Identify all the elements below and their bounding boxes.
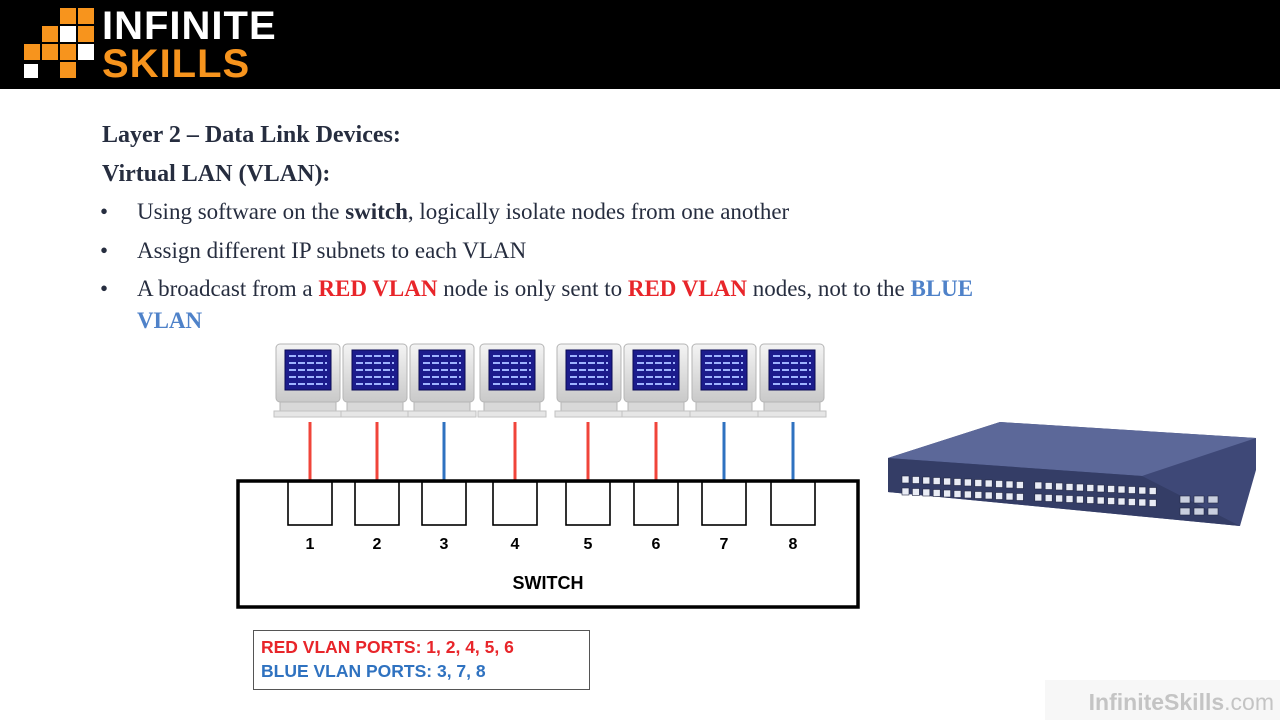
- switch-port-3: [421, 481, 467, 526]
- legend-red-vlan-ports: RED VLAN PORTS: 1, 2, 4, 5, 6: [261, 637, 514, 657]
- vlan-switch-diagram: 1 2 3 4 5 6 7 8 SWITCH: [236, 343, 860, 609]
- port-number-8: 8: [789, 536, 798, 553]
- computer-monitor-icon: [477, 343, 547, 418]
- computer-monitor-icon: [554, 343, 624, 418]
- switch-body: [236, 479, 860, 609]
- port-number-1: 1: [306, 536, 315, 553]
- slide-heading: Layer 2 – Data Link Devices:: [102, 122, 401, 148]
- legend-blue-vlan-ports: BLUE VLAN PORTS: 3, 7, 8: [261, 661, 486, 681]
- footer-watermark: InfiniteSkills.com: [1045, 680, 1280, 720]
- port-number-5: 5: [584, 536, 593, 553]
- footer-brand-text: InfiniteSkills.com: [1088, 689, 1274, 715]
- computer-monitor-icon: [689, 343, 759, 418]
- header-bar: INFINITE SKILLS: [0, 0, 1280, 89]
- vlan-legend: RED VLAN PORTS: 1, 2, 4, 5, 6 BLUE VLAN …: [253, 630, 590, 690]
- bullet-glyph: •: [100, 238, 109, 263]
- computer-monitor-icon: [757, 343, 827, 418]
- computer-monitor-icon: [621, 343, 691, 418]
- switch-port-6: [633, 481, 679, 526]
- bullet-item-3-continuation: VLAN: [137, 308, 203, 333]
- bullet-item-2: Assign different IP subnets to each VLAN: [137, 238, 527, 263]
- switch-port-1: [287, 481, 333, 526]
- switch-label: SWITCH: [513, 573, 584, 593]
- switch-port-7: [701, 481, 747, 526]
- bullet-glyph: •: [100, 199, 109, 224]
- slide-subheading: Virtual LAN (VLAN):: [102, 161, 331, 187]
- port-number-6: 6: [652, 536, 661, 553]
- bullet-item-1: Using software on the switch, logically …: [137, 199, 790, 224]
- bullet-item-3: A broadcast from a RED VLAN node is only…: [137, 276, 974, 301]
- computer-monitor-icon: [407, 343, 477, 418]
- switch-port-8: [770, 481, 816, 526]
- computer-monitor-icon: [273, 343, 343, 418]
- port-number-3: 3: [440, 536, 449, 553]
- bullet-glyph: •: [100, 276, 109, 301]
- port-number-2: 2: [373, 536, 382, 553]
- logo-word-skills: SKILLS: [102, 42, 251, 86]
- logo-grid-icon: [24, 8, 94, 78]
- computer-monitor-icon: [340, 343, 410, 418]
- switch-port-2: [354, 481, 400, 526]
- port-number-4: 4: [511, 536, 520, 553]
- logo-word-infinite: INFINITE: [102, 4, 277, 48]
- network-switch-photo: [888, 422, 1256, 526]
- port-number-7: 7: [720, 536, 729, 553]
- switch-port-5: [565, 481, 611, 526]
- switch-port-4: [492, 481, 538, 526]
